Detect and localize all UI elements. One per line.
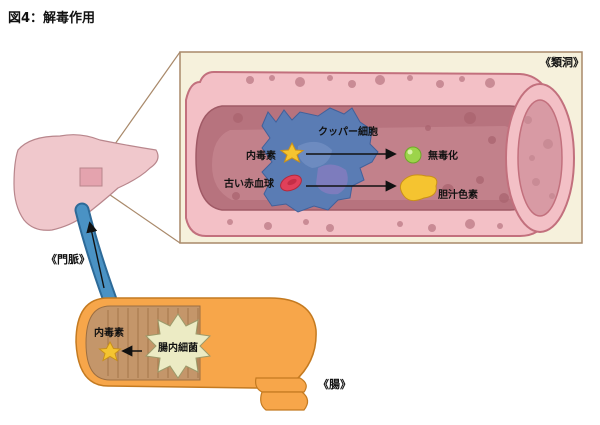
fenestrae: [227, 75, 555, 232]
gut-bacteria-burst-icon: [144, 313, 212, 379]
portal-vein: [76, 204, 116, 306]
figure-title: 図4：解毒作用: [8, 10, 95, 26]
portal-vein-flow-arrow: [86, 221, 105, 289]
endotoxin-label-top: 内毒素: [246, 149, 276, 162]
sinusoid-label: 《類洞》: [540, 55, 584, 69]
red-blood-cell-icon: [280, 174, 302, 192]
old-rbc-label: 古い赤血球: [224, 177, 275, 190]
portal-vein-label: 《門脈》: [46, 252, 90, 266]
gut-bacteria-label: 腸内細菌: [158, 341, 198, 354]
liver-zoom-region: [79, 167, 103, 187]
kupffer-nucleus: [316, 164, 348, 195]
bile-pigment-label: 胆汁色素: [438, 188, 478, 201]
endotoxin-star-icon: [279, 141, 305, 164]
intestine-label: 《腸》: [318, 378, 351, 391]
detoxified-label: 無毒化: [428, 149, 458, 162]
detoxified-sphere-icon: [404, 146, 422, 164]
kupffer-cell-label: クッパー細胞: [318, 125, 378, 138]
zoom-line-bottom: [99, 187, 181, 244]
endotoxin-label-bottom: 内毒素: [94, 326, 124, 339]
kupffer-vacuole: [297, 141, 332, 168]
endotoxin-star-icon-bottom: [98, 340, 122, 362]
bile-pigment-blob-icon: [399, 174, 438, 202]
